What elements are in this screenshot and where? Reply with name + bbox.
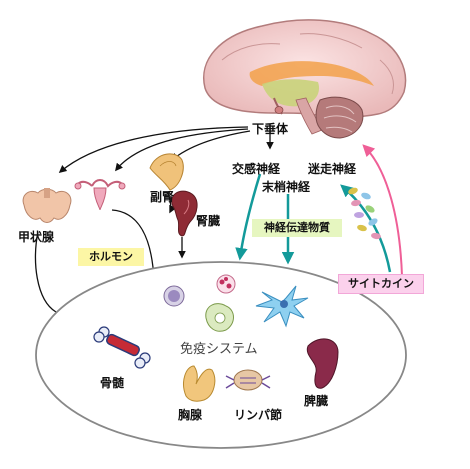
neurotransmitter-box: 神経伝達物質 — [252, 219, 342, 237]
lymph-node-label: リンパ節 — [234, 408, 283, 422]
vagus-nerve-label: 迷走神経 — [308, 162, 357, 176]
immune-system-ellipse — [35, 261, 407, 449]
thyroid-label: 甲状腺 — [18, 230, 55, 244]
kidney-label: 腎臓 — [196, 214, 221, 228]
granulocyte-cell-icon — [216, 274, 236, 294]
dendritic-cell-icon — [255, 285, 309, 328]
bone-marrow-label: 骨髄 — [100, 376, 125, 390]
sympathetic-nerve-label: 交感神経 — [232, 162, 281, 176]
thyroid-icon — [22, 188, 72, 223]
adrenal-icon — [149, 153, 184, 191]
bone-icon — [93, 326, 151, 369]
hypothalamus-label: 下垂体 — [252, 122, 289, 136]
thymus-label: 胸腺 — [178, 408, 203, 422]
hormone-box: ホルモン — [78, 248, 144, 266]
spleen-icon — [306, 338, 339, 389]
lymph-node-icon — [225, 369, 271, 391]
adrenal-label: 副腎 — [150, 190, 175, 204]
immune-system-title: 免疫システム — [180, 342, 258, 357]
peripheral-nerve-label: 末梢神経 — [262, 180, 311, 194]
spleen-label: 脾臓 — [304, 394, 329, 408]
kidney-icon — [171, 190, 198, 237]
uterus-icon — [74, 179, 126, 211]
cytokine-box: サイトカイン — [338, 274, 424, 294]
macrophage-cell-icon — [205, 303, 234, 332]
lymphocyte-cell-icon — [163, 285, 185, 307]
cytokine-particles — [348, 187, 381, 240]
brain-illustration — [203, 19, 407, 139]
thymus-icon — [183, 365, 216, 402]
nerve-arrows — [235, 125, 403, 277]
